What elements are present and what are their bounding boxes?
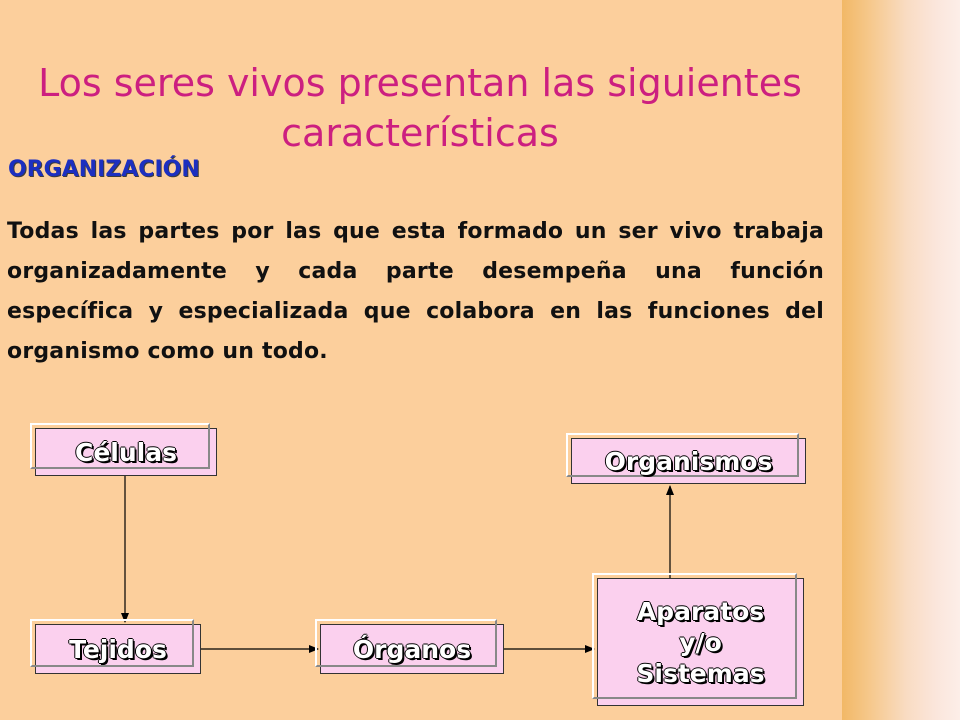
- node-organos-label: Órganos: [352, 634, 472, 664]
- node-celulas-label: Células: [75, 437, 177, 467]
- node-tejidos-label: Tejidos: [69, 634, 167, 664]
- node-organismos: Organismos: [566, 433, 806, 484]
- decorative-side-band: [842, 0, 960, 720]
- section-heading: ORGANIZACIÓN: [8, 157, 200, 182]
- node-aparatos-sistemas-label: Aparatos y/o Sistemas: [636, 596, 765, 688]
- node-aparatos-sistemas: Aparatos y/o Sistemas: [592, 573, 804, 706]
- node-organismos-label: Organismos: [604, 446, 773, 476]
- slide-title: Los seres vivos presentan las siguientes…: [38, 61, 802, 155]
- body-paragraph: Todas las partes por las que esta formad…: [7, 219, 824, 364]
- node-celulas: Células: [30, 423, 217, 476]
- node-tejidos: Tejidos: [30, 619, 201, 674]
- node-organos: Órganos: [315, 619, 504, 674]
